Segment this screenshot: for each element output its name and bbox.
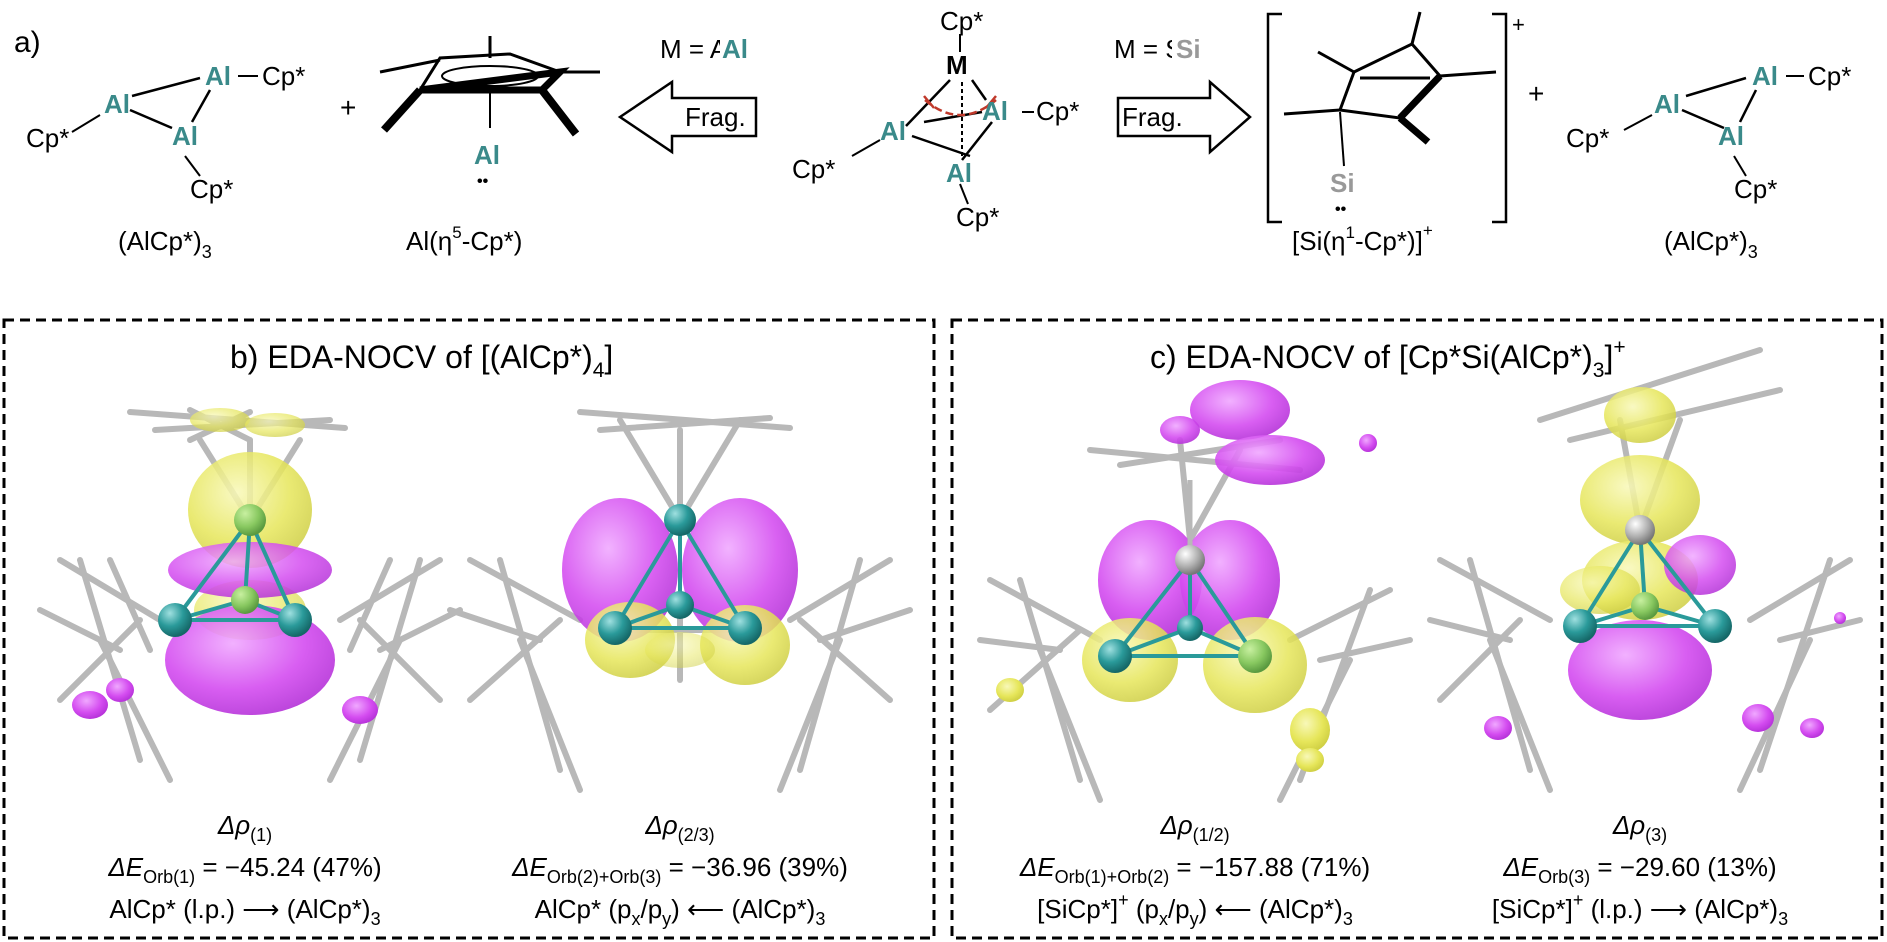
plus-sign: + <box>1528 78 1544 109</box>
cp-label: Cp* <box>1566 123 1609 153</box>
al-atom-sphere <box>278 603 312 637</box>
process-b-left: AlCp* (l.p.) ⟶ (AlCp*)3 <box>109 894 380 929</box>
lone-pair: •• <box>477 173 489 190</box>
al-atom-label: Al <box>982 96 1008 126</box>
al-atom-sphere <box>666 591 694 619</box>
al-atom-sphere <box>598 611 632 645</box>
process-b-right: AlCp* (px/py) ⟵ (AlCp*)3 <box>535 894 826 929</box>
al-atom-sphere <box>1698 609 1732 643</box>
al-eta5-cp-structure: Al •• <box>379 36 600 190</box>
molecule-b-left <box>37 407 463 783</box>
rho-label-b-right: Δρ(2/3) <box>644 810 714 845</box>
si-atom-sphere <box>1175 545 1205 575</box>
central-m-alcp3-structure: Cp* M Al Al Al Cp* Cp* Cp* <box>792 6 1079 232</box>
panel-c-border <box>950 318 1884 940</box>
yellow-density-lobes <box>996 617 1330 772</box>
m-atom-label: M <box>946 50 968 80</box>
si-atom-sphere <box>1625 515 1655 545</box>
left-bracket <box>1266 12 1282 224</box>
molecule-c-left <box>977 380 1413 803</box>
caption-si-eta1: [Si(η1-Cp*)]+ <box>1292 221 1433 256</box>
al-atom-sphere <box>1177 615 1203 641</box>
panel-b-border <box>2 318 936 940</box>
cp-label: Cp* <box>1808 61 1851 91</box>
panel-c-title: c) EDA-NOCV of [Cp*Si(AlCp*)3]+ <box>1150 336 1626 382</box>
al-atom-label: Al <box>1718 121 1744 151</box>
alcp3-right-structure: Al Al Al Cp* Cp* Cp* <box>1566 61 1851 204</box>
energy-c-right: ΔEOrb(3) = −29.60 (13%) <box>1502 852 1776 887</box>
caption-al-eta5: Al(η5-Cp*) <box>406 223 522 256</box>
magenta-density-lobes <box>1098 380 1377 640</box>
caption-alcp3-left: (AlCp*)3 <box>118 226 212 262</box>
right-bracket <box>1492 12 1508 224</box>
panel-a: a) Al Al Al Cp* Cp* Cp* (AlCp*)3 + <box>14 6 1851 262</box>
magenta-density-lobes <box>1484 535 1846 740</box>
lone-pair: •• <box>1335 201 1347 218</box>
cp-label: Cp* <box>956 202 999 232</box>
cp-label: Cp* <box>190 174 233 204</box>
frag-label: Frag. <box>685 102 746 132</box>
panel-b-title: b) EDA-NOCV of [(AlCp*)4] <box>230 339 613 382</box>
cp-label: Cp* <box>26 123 69 153</box>
si-eta1-cp-cation: + Si •• <box>1266 11 1525 224</box>
si-atom-label: Si <box>1176 34 1201 64</box>
cp-label: Cp* <box>1734 174 1777 204</box>
rho-label-c-right: Δρ(3) <box>1612 810 1667 845</box>
al-atom-label: Al <box>722 34 748 64</box>
rho-label-b-left: Δρ(1) <box>217 810 272 845</box>
al-atom-label: Al <box>946 158 972 188</box>
alcp3-left-structure: Al Al Al Cp* Cp* Cp* <box>26 61 305 204</box>
al-atom-label: Al <box>474 140 500 170</box>
al-atom-label: Al <box>1752 61 1778 91</box>
fragmentation-arrow-right <box>1116 79 1252 155</box>
molecule-b-right <box>447 409 913 793</box>
cp-label: Cp* <box>262 61 305 91</box>
process-c-right: [SiCp*]+ (l.p.) ⟶ (AlCp*)3 <box>1492 890 1788 929</box>
energy-b-right: ΔEOrb(2)+Orb(3) = −36.96 (39%) <box>511 852 848 887</box>
al-atom-label: Al <box>205 61 231 91</box>
frag-label: Frag. <box>1122 102 1183 132</box>
al-atom-sphere <box>1563 609 1597 643</box>
si-atom-label: Si <box>1330 168 1355 198</box>
energy-b-left: ΔEOrb(1) = −45.24 (47%) <box>107 852 381 887</box>
caption-alcp3-right: (AlCp*)3 <box>1664 226 1758 262</box>
al-atom-sphere <box>1631 592 1659 620</box>
al-atom-sphere <box>664 504 696 536</box>
panel-a-label: a) <box>14 26 41 59</box>
energy-c-left: ΔEOrb(1)+Orb(2) = −157.88 (71%) <box>1019 852 1370 887</box>
al-atom-label: Al <box>172 121 198 151</box>
cp-label: Cp* <box>792 154 835 184</box>
cp-label: Cp* <box>1036 96 1079 126</box>
al-atom-sphere <box>234 504 266 536</box>
fragmentation-arrow-left <box>617 79 758 155</box>
magenta-density-lobes <box>72 542 378 724</box>
al-atom-sphere <box>1238 639 1272 673</box>
yellow-density-lobes <box>1560 387 1700 620</box>
cation-charge: + <box>1512 12 1525 37</box>
process-c-left: [SiCp*]+ (px/py) ⟵ (AlCp*)3 <box>1037 890 1353 929</box>
al-atom-sphere <box>158 603 192 637</box>
al-atom-label: Al <box>880 116 906 146</box>
plus-sign: + <box>340 92 356 123</box>
molecule-c-right <box>1427 347 1863 793</box>
al-atom-label: Al <box>104 89 130 119</box>
al-atom-sphere <box>1098 639 1132 673</box>
al-atom-sphere <box>231 586 259 614</box>
al-atom-sphere <box>728 611 762 645</box>
rho-label-c-left: Δρ(1/2) <box>1159 810 1229 845</box>
cp-label: Cp* <box>940 6 983 36</box>
fragmentation-cut-mark <box>924 99 997 117</box>
al-atom-label: Al <box>1654 89 1680 119</box>
